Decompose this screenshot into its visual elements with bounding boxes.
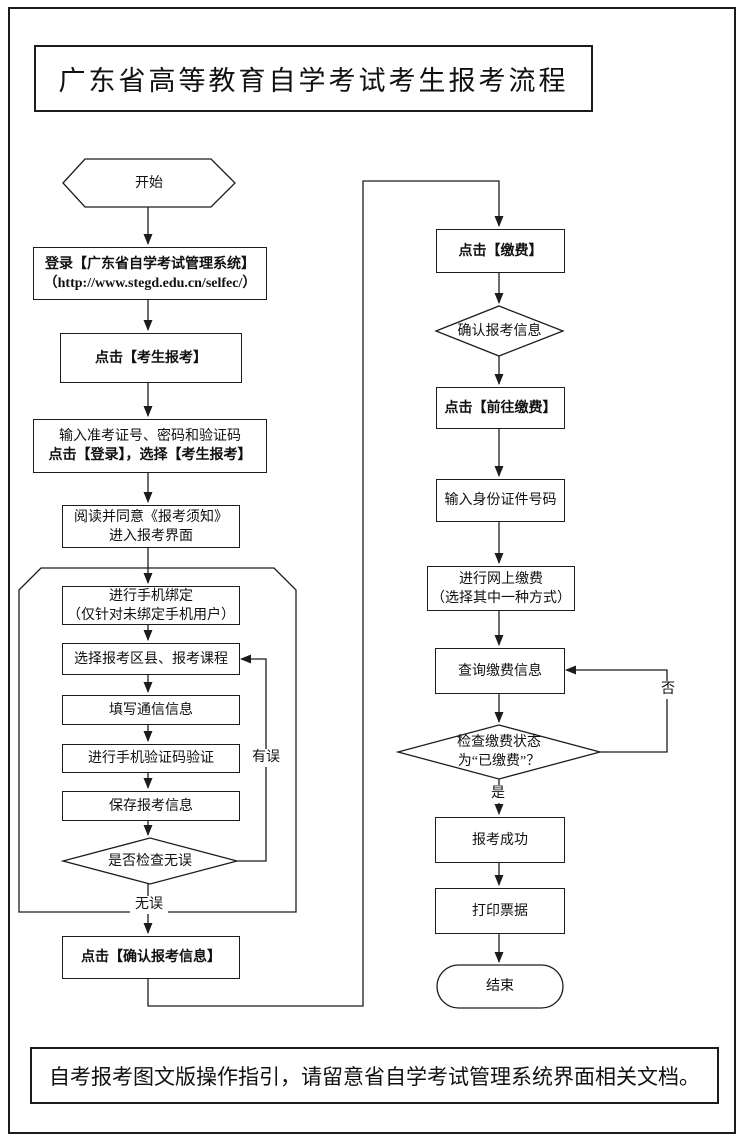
node-enter-id: 输入身份证件号码 bbox=[436, 479, 565, 522]
node-read-notice: 阅读并同意《报考须知》 进入报考界面 bbox=[62, 505, 240, 548]
edge-label-has-error: 有误 bbox=[248, 749, 284, 767]
node-online-pay: 进行网上缴费 （选择其中一种方式） bbox=[427, 566, 575, 611]
edge-label-no: 否 bbox=[657, 681, 679, 699]
node-goto-pay: 点击【前往缴费】 bbox=[436, 387, 565, 429]
node-bind-phone: 进行手机绑定 （仅针对未绑定手机用户） bbox=[62, 586, 240, 625]
footer-note-text: 自考报考图文版操作指引，请留意省自学考试管理系统界面相关文档。 bbox=[49, 1064, 700, 1089]
edge-label-no-error: 无误 bbox=[130, 896, 168, 914]
page-title-text: 广东省高等教育自学考试考生报考流程 bbox=[58, 66, 569, 96]
node-fill-contact: 填写通信信息 bbox=[62, 695, 240, 725]
node-sms-verify: 进行手机验证码验证 bbox=[62, 744, 240, 773]
node-click-pay: 点击【缴费】 bbox=[436, 229, 565, 273]
node-click-register: 点击【考生报考】 bbox=[60, 333, 242, 383]
node-confirm-info: 点击【确认报考信息】 bbox=[62, 936, 240, 979]
node-print-receipt: 打印票据 bbox=[435, 888, 565, 934]
node-save-info: 保存报考信息 bbox=[62, 791, 240, 821]
node-query-pay: 查询缴费信息 bbox=[435, 648, 565, 694]
node-end: 结束 bbox=[486, 979, 514, 994]
page-title: 广东省高等教育自学考试考生报考流程 bbox=[34, 45, 593, 112]
page-border bbox=[8, 7, 736, 1134]
node-start: 开始 bbox=[135, 175, 163, 191]
node-success: 报考成功 bbox=[435, 817, 565, 863]
node-select-courses: 选择报考区县、报考课程 bbox=[62, 643, 240, 675]
footer-note: 自考报考图文版操作指引，请留意省自学考试管理系统界面相关文档。 bbox=[30, 1047, 719, 1104]
node-decision-check-paid: 检查缴费状态 为“已缴费”？ bbox=[457, 735, 541, 769]
node-decision-check-ok: 是否检查无误 bbox=[108, 853, 192, 869]
node-login-system: 登录【广东省自学考试管理系统】 （http://www.stegd.edu.cn… bbox=[33, 247, 267, 300]
node-enter-credentials: 输入准考证号、密码和验证码 点击【登录】，选择【考生报考】 bbox=[33, 419, 267, 473]
node-decision-confirm-reg: 确认报考信息 bbox=[457, 323, 542, 339]
edge-label-yes: 是 bbox=[487, 785, 509, 803]
